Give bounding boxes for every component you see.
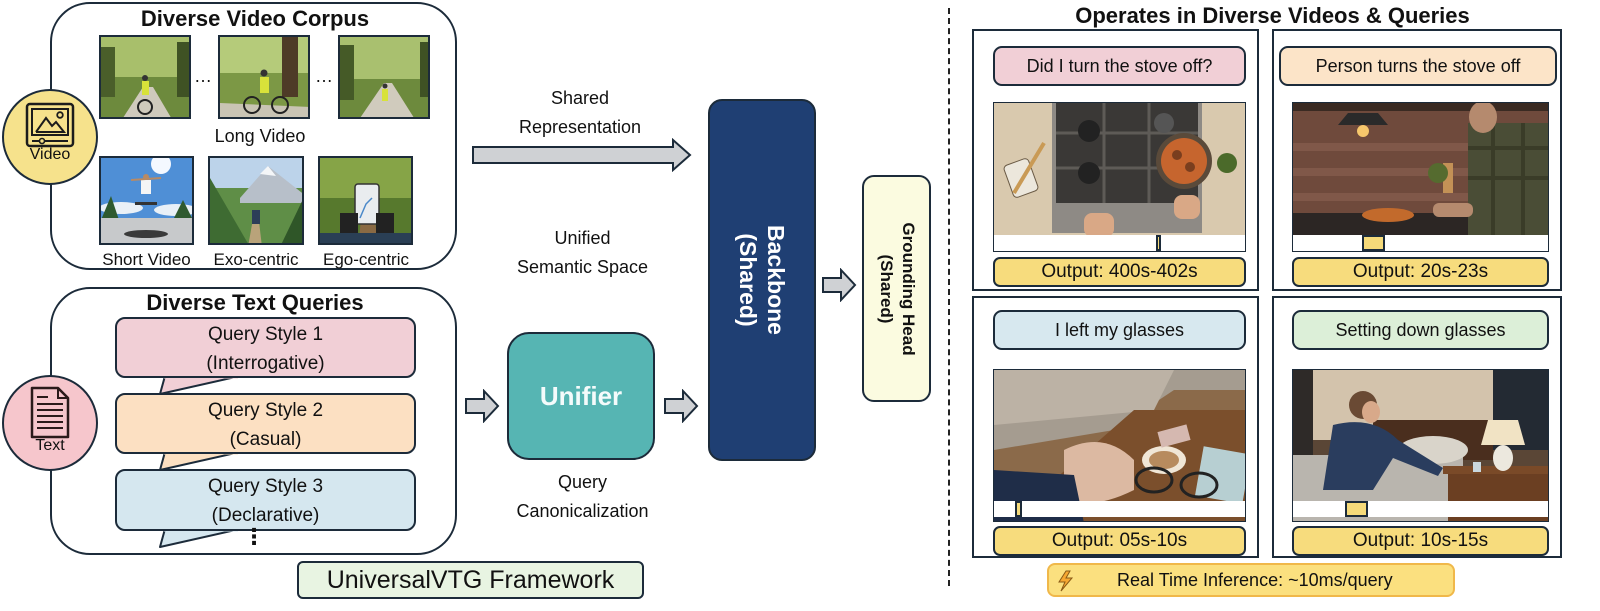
text-modality-badge: Text [2, 375, 98, 471]
example-1-output: Output: 400s-402s [993, 257, 1246, 287]
example-4-timeline [1293, 501, 1548, 517]
example-2-timeline-marker [1361, 235, 1385, 251]
query-style-3-type: (Declarative) [211, 505, 320, 526]
example-1-video-frame [993, 102, 1246, 252]
example-4-output: Output: 10s-15s [1292, 526, 1549, 556]
example-card-2: Person turns the stove off Output: 20s-2… [1272, 29, 1562, 291]
example-2-query: Person turns the stove off [1279, 46, 1557, 86]
document-icon [30, 386, 70, 439]
unifier-block: Unifier [507, 332, 655, 460]
example-3-output: Output: 05s-10s [993, 526, 1246, 556]
backbone-label: Backbone (Shared) [734, 225, 790, 335]
ego-centric-thumb [318, 156, 413, 245]
unified-space-line1: Unified [554, 228, 611, 248]
exo-centric-label: Exo-centric [213, 250, 299, 269]
example-1-timeline-marker [1155, 235, 1161, 251]
backbone-subtitle: (Shared) [735, 233, 761, 327]
cyclist-image [220, 37, 308, 117]
text-queries-title: Diverse Text Queries [146, 290, 364, 315]
more-queries-ellipsis: ⋮ [243, 524, 265, 549]
shared-representation-line2: Representation [518, 117, 642, 137]
short-video-label: Short Video [102, 250, 191, 269]
text-badge-label: Text [35, 437, 65, 454]
ego-centric-label: Ego-centric [323, 250, 409, 269]
example-3-video-frame [993, 369, 1246, 522]
unified-space-label: Unified Semantic Space [495, 224, 670, 282]
example-3-query: I left my glasses [993, 310, 1246, 350]
example-card-3: I left my glasses Output: 05s-10s [972, 296, 1259, 558]
query-canon-line2: Canonicalization [516, 501, 649, 521]
unifier-to-backbone-arrow [663, 389, 699, 423]
query-style-1-type: (Interrogative) [206, 353, 325, 374]
query-style-3-bubble: Query Style 3 (Declarative) [115, 469, 416, 531]
example-card-1: Did I turn the stove off? Output: 400s-4… [972, 29, 1259, 291]
hiker-image [210, 158, 302, 243]
short-video-thumb [99, 156, 194, 245]
example-card-4: Setting down glasses Output: 10s-15s [1272, 296, 1562, 558]
video-modality-badge: Video [2, 89, 98, 185]
query-style-2-type: (Casual) [229, 429, 302, 450]
right-section-title: Operates in Diverse Videos & Queries [1075, 3, 1470, 28]
lightning-icon [1058, 570, 1074, 592]
long-video-thumb-1 [99, 35, 191, 119]
text-to-unifier-arrow [464, 389, 500, 423]
example-4-query: Setting down glasses [1292, 310, 1549, 350]
grounding-head-label: Grounding Head (Shared) [875, 222, 919, 355]
bubble-tail-3 [159, 529, 240, 548]
unified-space-line2: Semantic Space [516, 257, 649, 277]
long-video-label: Long Video [214, 126, 306, 146]
query-style-2-title: Query Style 2 [207, 400, 324, 421]
ellipsis-2: … [315, 66, 333, 86]
skateboarder-image [101, 158, 192, 243]
ellipsis-1: … [194, 66, 212, 86]
query-canon-line1: Query [557, 472, 608, 492]
video-to-backbone-arrow [471, 138, 693, 172]
exo-centric-thumb [208, 156, 304, 245]
cyclist-image [340, 37, 428, 117]
bedside-woman-image [1293, 370, 1548, 521]
grounding-head-block: Grounding Head (Shared) [862, 175, 931, 402]
query-style-1-bubble: Query Style 1 (Interrogative) [115, 317, 416, 378]
example-4-timeline-marker [1345, 501, 1369, 517]
stove-cooking-image [994, 103, 1245, 251]
shared-representation-label: Shared Representation [490, 84, 670, 142]
phone-map-image [320, 158, 411, 243]
query-canonicalization-label: Query Canonicalization [495, 468, 670, 526]
example-2-video-frame [1292, 102, 1549, 252]
grounding-head-subtitle: (Shared) [876, 254, 896, 323]
example-4-video-frame [1292, 369, 1549, 522]
query-style-2-bubble: Query Style 2 (Casual) [115, 393, 416, 454]
long-video-thumb-3 [338, 35, 430, 119]
example-3-timeline-marker [1015, 501, 1022, 517]
backbone-to-head-arrow [821, 268, 857, 302]
video-icon [25, 102, 75, 148]
example-2-output: Output: 20s-23s [1292, 257, 1549, 287]
glasses-table-image [994, 370, 1245, 521]
section-divider [948, 8, 950, 586]
long-video-thumb-2 [218, 35, 310, 119]
backbone-title: Backbone [763, 225, 789, 335]
query-style-1-title: Query Style 1 [207, 324, 324, 345]
video-corpus-title: Diverse Video Corpus [140, 6, 370, 31]
cyclist-image [101, 37, 189, 117]
backbone-block: Backbone (Shared) [708, 99, 816, 461]
example-1-timeline [994, 235, 1245, 251]
framework-label: UniversalVTG Framework [297, 561, 644, 599]
realtime-inference-badge: Real Time Inference: ~10ms/query [1047, 563, 1455, 597]
example-1-query: Did I turn the stove off? [993, 46, 1246, 86]
example-3-timeline [994, 501, 1245, 517]
query-style-3-title: Query Style 3 [207, 476, 324, 497]
realtime-inference-text: Real Time Inference: ~10ms/query [1117, 570, 1393, 590]
kitchen-man-image [1293, 103, 1548, 251]
grounding-head-title: Grounding Head [898, 221, 918, 356]
example-2-timeline [1293, 235, 1548, 251]
shared-representation-line1: Shared [550, 88, 610, 108]
video-badge-label: Video [29, 146, 71, 163]
